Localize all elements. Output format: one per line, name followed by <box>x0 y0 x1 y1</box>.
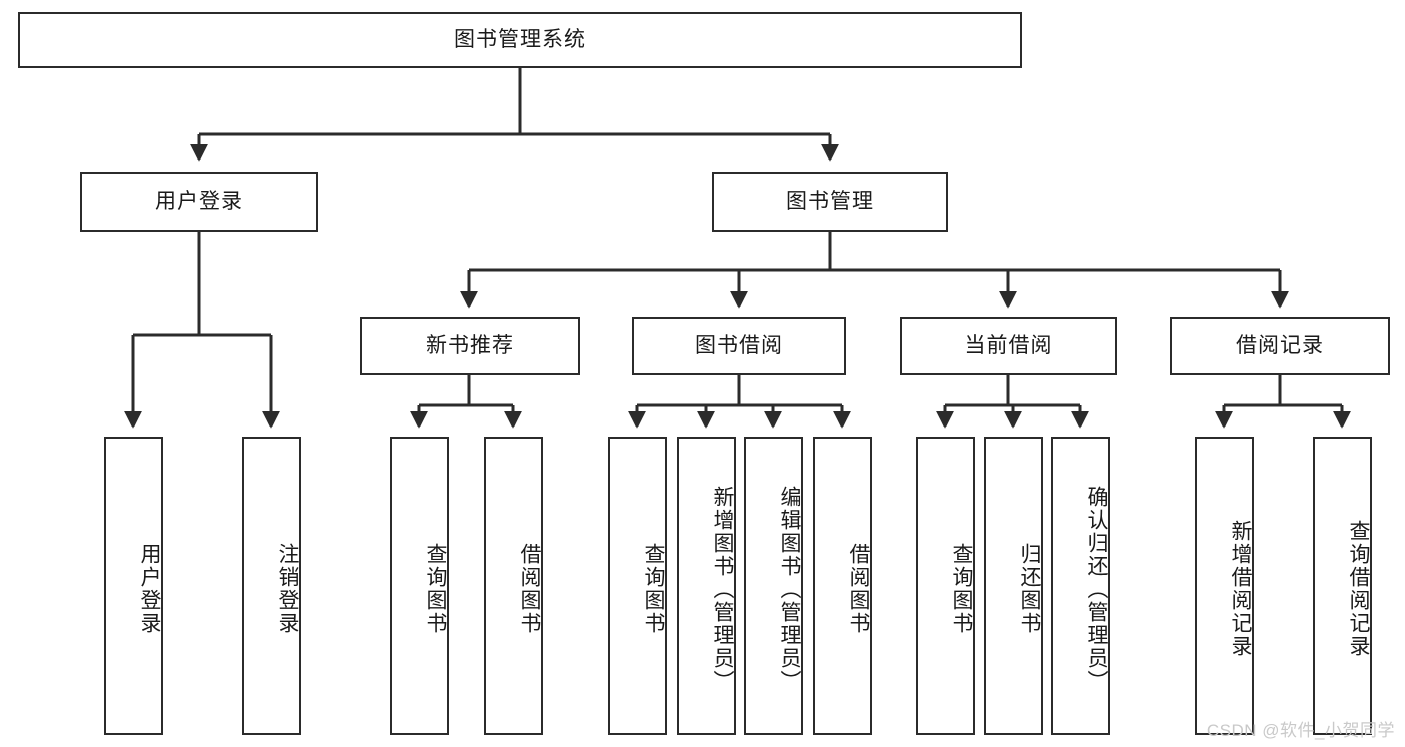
node-label: 新书推荐 <box>426 333 514 357</box>
node-label: 新增图书（管理员） <box>711 485 734 693</box>
node-book-management[interactable]: 图书管理 <box>712 172 948 232</box>
node-label: 归还图书 <box>1018 543 1041 635</box>
node-label: 图书管理 <box>786 189 874 213</box>
leaf-query-borrow-record[interactable]: 查询借阅记录 <box>1313 437 1372 735</box>
leaf-confirm-return[interactable]: 确认归还（管理员） <box>1051 437 1110 735</box>
node-label: 图书管理系统 <box>454 27 586 51</box>
node-label: 图书借阅 <box>695 333 783 357</box>
node-label: 查询图书 <box>424 543 447 635</box>
node-borrow-record[interactable]: 借阅记录 <box>1170 317 1390 375</box>
node-book-management-system[interactable]: 图书管理系统 <box>18 12 1022 68</box>
leaf-edit-book[interactable]: 编辑图书（管理员） <box>744 437 803 735</box>
node-new-book-recommend[interactable]: 新书推荐 <box>360 317 580 375</box>
leaf-add-borrow-record[interactable]: 新增借阅记录 <box>1195 437 1254 735</box>
node-label: 查询图书 <box>642 543 665 635</box>
node-label: 确认归还（管理员） <box>1085 485 1108 693</box>
node-label: 用户登录 <box>138 543 161 635</box>
node-label: 借阅图书 <box>847 543 870 635</box>
node-current-borrow[interactable]: 当前借阅 <box>900 317 1117 375</box>
node-label: 查询图书 <box>950 543 973 635</box>
leaf-query-book-3[interactable]: 查询图书 <box>916 437 975 735</box>
node-label: 用户登录 <box>155 189 243 213</box>
node-label: 编辑图书（管理员） <box>778 485 801 693</box>
leaf-query-book-2[interactable]: 查询图书 <box>608 437 667 735</box>
leaf-query-book-1[interactable]: 查询图书 <box>390 437 449 735</box>
leaf-add-book[interactable]: 新增图书（管理员） <box>677 437 736 735</box>
leaf-borrow-book-1[interactable]: 借阅图书 <box>484 437 543 735</box>
node-label: 当前借阅 <box>964 333 1053 357</box>
node-label: 借阅记录 <box>1236 333 1324 357</box>
leaf-logout-login[interactable]: 注销登录 <box>242 437 301 735</box>
node-label: 查询借阅记录 <box>1347 520 1370 658</box>
node-label: 借阅图书 <box>518 543 541 635</box>
watermark: CSDN @软件_小贺同学 <box>1206 721 1395 740</box>
leaf-user-login[interactable]: 用户登录 <box>104 437 163 735</box>
leaf-borrow-book-2[interactable]: 借阅图书 <box>813 437 872 735</box>
leaf-return-book[interactable]: 归还图书 <box>984 437 1043 735</box>
node-book-borrow[interactable]: 图书借阅 <box>632 317 846 375</box>
node-label: 新增借阅记录 <box>1229 520 1252 658</box>
node-label: 注销登录 <box>276 543 299 635</box>
node-user-login[interactable]: 用户登录 <box>80 172 318 232</box>
